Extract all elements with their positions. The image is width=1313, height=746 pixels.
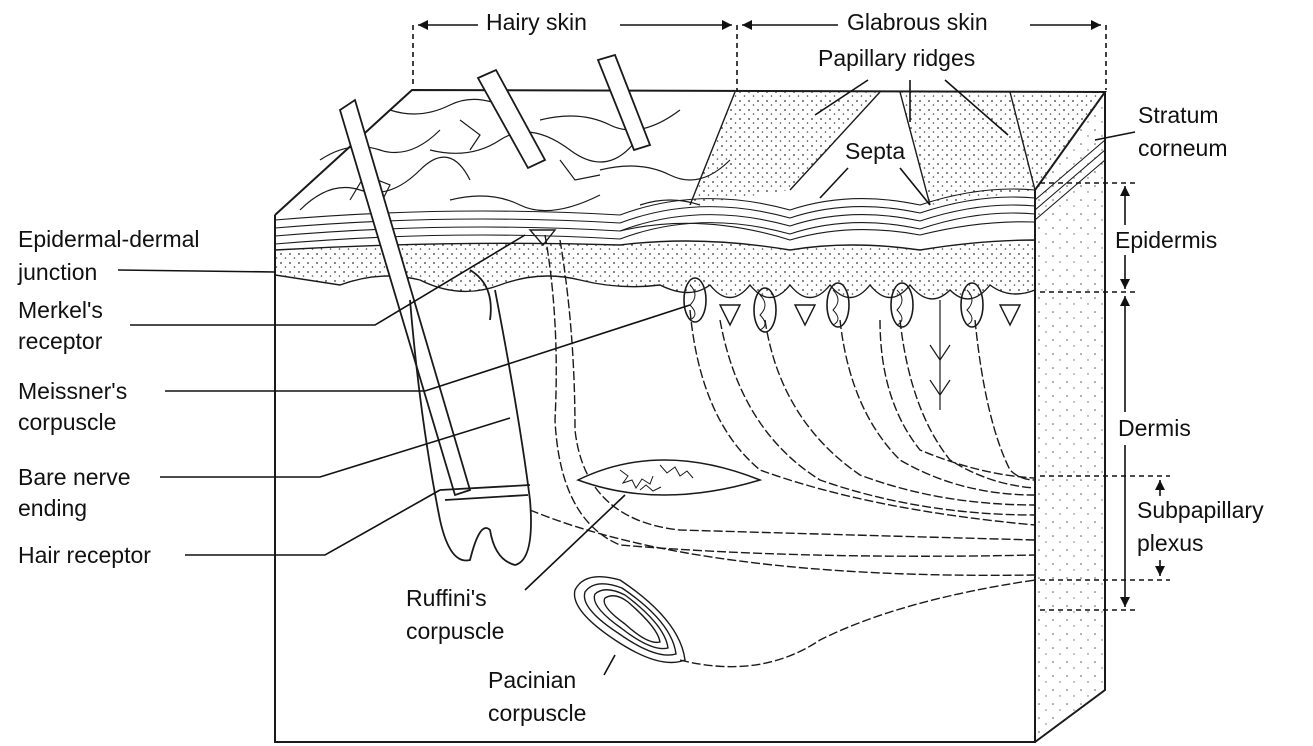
bare-nerve-ending bbox=[930, 300, 950, 410]
bare-nerve-ending-label-line2: ending bbox=[18, 494, 87, 523]
pacinian-corpuscle-label-line2: corpuscle bbox=[488, 699, 586, 728]
subpapillary-plexus-label-line2: plexus bbox=[1137, 529, 1203, 558]
ruffini-corpuscle bbox=[578, 460, 760, 495]
stratum-corneum-label-line1: Stratum bbox=[1138, 101, 1219, 130]
dermis-label: Dermis bbox=[1118, 414, 1191, 443]
epidermal-dermal-junction-label-line2: junction bbox=[18, 258, 97, 287]
septa-label: Septa bbox=[845, 137, 905, 166]
epidermis-label: Epidermis bbox=[1115, 226, 1217, 255]
papillary-ridges-label: Papillary ridges bbox=[818, 44, 975, 73]
merkel-receptor-label-line1: Merkel's bbox=[18, 296, 103, 325]
stratum-corneum-label-line2: corneum bbox=[1138, 134, 1227, 163]
epidermal-dermal-junction-label-line1: Epidermal-dermal bbox=[18, 225, 200, 254]
subpapillary-plexus-label-line1: Subpapillary bbox=[1137, 496, 1264, 525]
meissner-corpuscle-label-line1: Meissner's bbox=[18, 377, 127, 406]
glabrous-skin-label: Glabrous skin bbox=[847, 8, 988, 37]
hair-receptor-label: Hair receptor bbox=[18, 541, 151, 570]
ruffini-corpuscle-label-line2: corpuscle bbox=[406, 617, 504, 646]
merkel-receptor-label-line2: receptor bbox=[18, 327, 102, 356]
meissner-corpuscle-label-line2: corpuscle bbox=[18, 408, 116, 437]
hairy-skin-label: Hairy skin bbox=[486, 8, 587, 37]
pacinian-corpuscle-label-line1: Pacinian bbox=[488, 666, 576, 695]
hair-follicle bbox=[410, 270, 531, 565]
bare-nerve-ending-label-line1: Bare nerve bbox=[18, 463, 131, 492]
ruffini-corpuscle-label-line1: Ruffini's bbox=[406, 584, 487, 613]
nerve-fibers bbox=[530, 235, 1035, 667]
pacinian-corpuscle bbox=[575, 577, 686, 663]
